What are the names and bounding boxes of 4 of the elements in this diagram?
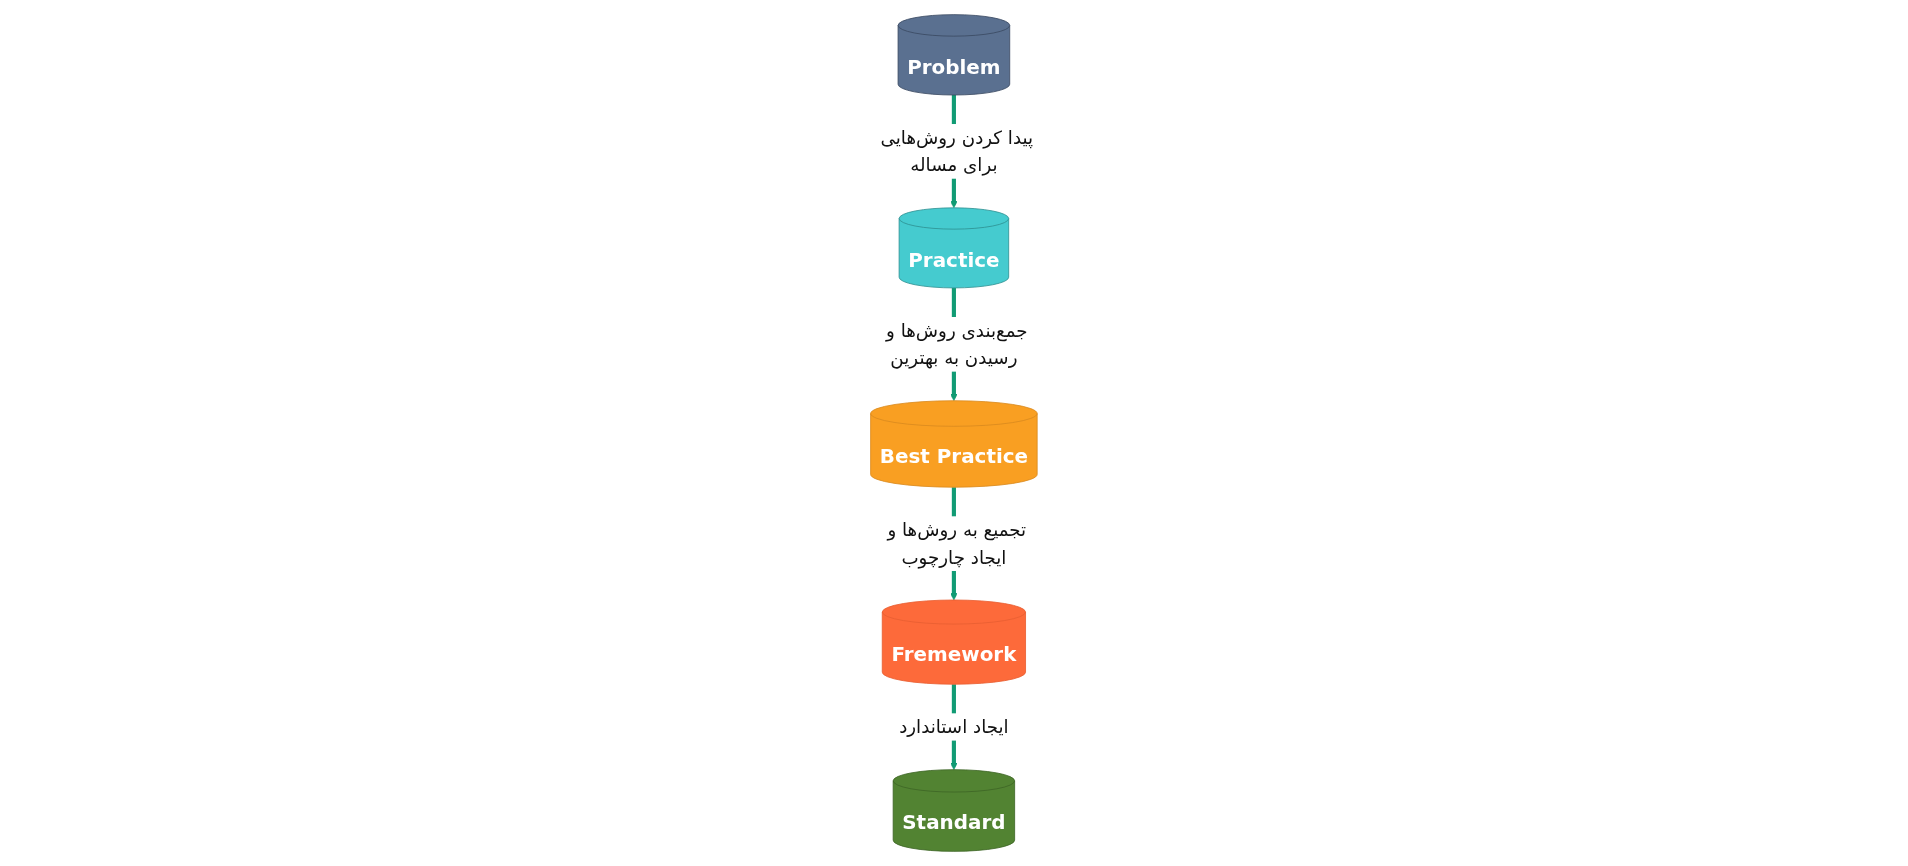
edge-label: ایجاد استاندارد [899,716,1009,738]
edge-label: جمع‌بندی روش‌ها و رسیدن به بهترین [886,320,1028,369]
edge-label: پیدا کردن روش‌هایی برای مساله [880,127,1034,176]
edge-label: تجمیع به روش‌ها و ایجاد چارچوب [887,519,1027,568]
